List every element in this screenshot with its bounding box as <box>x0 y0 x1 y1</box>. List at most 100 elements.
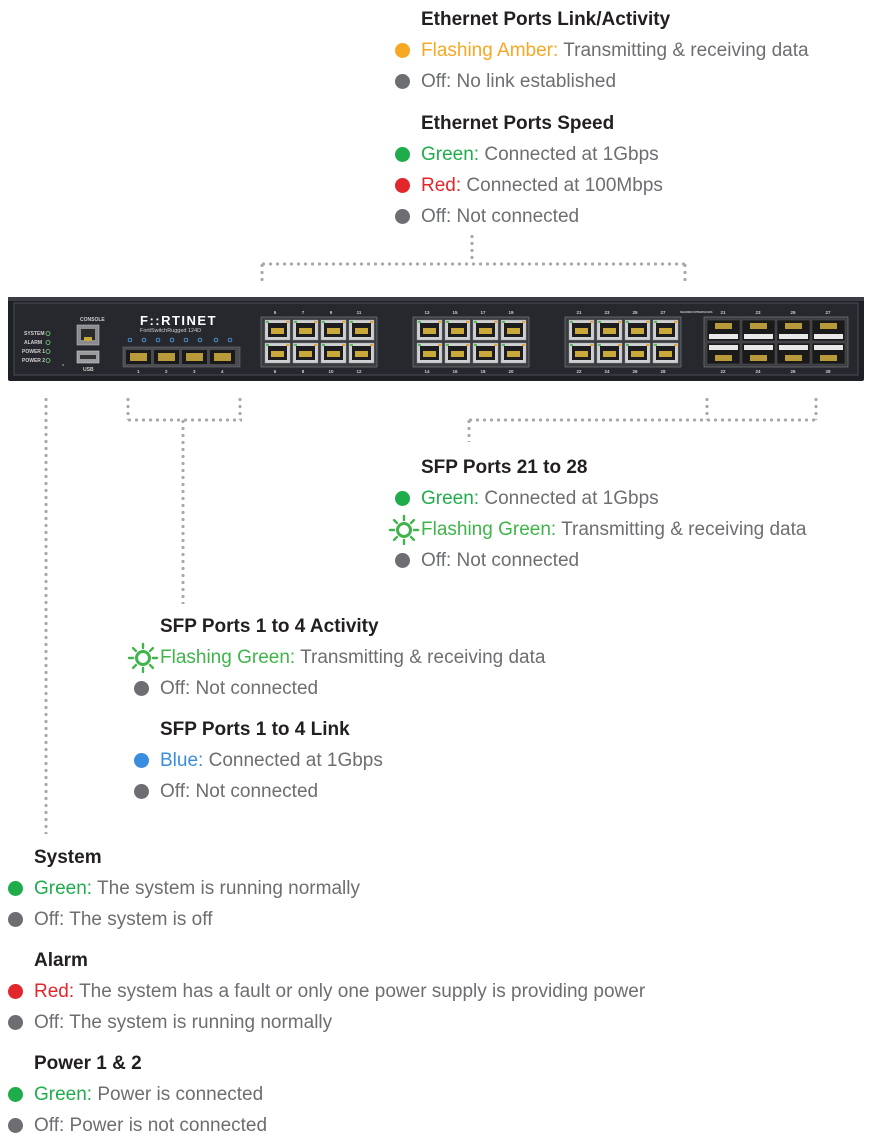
eth-port-number: 25 <box>632 310 638 315</box>
gray-dot-icon <box>134 681 149 696</box>
legend-item: Green: The system is running normally <box>8 877 360 901</box>
legend-item: Red: The system has a fault or only one … <box>8 980 645 1004</box>
sfp-port-number: 28 <box>825 369 831 374</box>
legend-item-label: Green: <box>34 878 93 899</box>
legend-item-label: Flashing Green: <box>160 647 296 668</box>
gray-dot-icon <box>134 784 149 799</box>
legend-item-text: Off: Not connected <box>421 549 579 573</box>
legend-item-text: Blue: Connected at 1Gbps <box>160 749 383 773</box>
connector-sfp1-drop <box>181 418 185 604</box>
red-dot-icon <box>395 178 410 193</box>
legend-item-text: Flashing Green: Transmitting & receiving… <box>160 646 545 670</box>
eth-port-number: 10 <box>328 369 334 374</box>
legend-item-label: Flashing Green: <box>421 519 557 540</box>
gray-dot-icon <box>395 209 410 224</box>
gray-dot-icon <box>8 1118 23 1133</box>
legend-item-text: Off: Power is not connected <box>34 1114 267 1138</box>
connector-eth-right-drop <box>683 262 687 282</box>
legend-item-label: Off: <box>421 550 452 571</box>
legend-title: Ethernet Ports Link/Activity <box>421 9 671 30</box>
legend-item-desc: Connected at 100Mbps <box>461 175 663 196</box>
sfp-port-number: 23 <box>755 310 761 315</box>
blue-dot-icon <box>134 753 149 768</box>
led-label-alarm: ALARM <box>24 340 42 346</box>
eth-port-number: 23 <box>604 310 610 315</box>
legend-item-label: Off: <box>34 909 65 930</box>
legend-item-label: Red: <box>34 981 75 1002</box>
eth-port-number: 20 <box>508 369 514 374</box>
legend-item-text: Off: Not connected <box>160 780 318 804</box>
legend-item-text: Green: Power is connected <box>34 1083 263 1107</box>
legend-item-desc: Not connected <box>451 206 580 227</box>
legend-item-desc: Connected at 1Gbps <box>479 144 659 165</box>
legend-item: Off: Not connected <box>134 677 379 701</box>
legend-item-label: Green: <box>421 488 480 509</box>
eth-port-number: 11 <box>357 310 362 315</box>
sfp-port-number: 21 <box>720 310 726 315</box>
led-label-power1: POWER 1 <box>22 349 45 355</box>
sfp-num-2: 2 <box>165 369 168 374</box>
brand-logo: F::RTINET <box>140 313 217 328</box>
sfp-port-number: 27 <box>825 310 831 315</box>
legend-item-desc: Connected at 1Gbps <box>203 750 383 771</box>
legend-item: Off: Not connected <box>134 780 350 804</box>
eth-port-number: 12 <box>356 369 362 374</box>
legend-item-label: Green: <box>421 144 480 165</box>
sfp-num-1: 1 <box>137 369 140 374</box>
legend-item: Green: Connected at 1Gbps <box>395 487 659 511</box>
legend-item-label: Off: <box>421 71 452 92</box>
red-dot-icon <box>8 984 23 999</box>
legend-item: Green: Power is connected <box>8 1083 263 1107</box>
sfp-num-3: 3 <box>193 369 196 374</box>
eth-port-number: 24 <box>604 369 610 374</box>
legend-item: Flashing Amber: Transmitting & receiving… <box>395 39 809 63</box>
eth-port-number: 27 <box>660 310 666 315</box>
eth-port-number: 14 <box>424 369 430 374</box>
connector-sfp1-left <box>126 396 130 420</box>
green-dot-icon <box>395 147 410 162</box>
legend-item-label: Red: <box>421 175 462 196</box>
legend-item: Off: The system is off <box>8 908 212 932</box>
eth-port-number: 6 <box>274 369 277 374</box>
green-dot-icon <box>8 881 23 896</box>
sfp-port-number: 22 <box>720 369 726 374</box>
flashing-green-icon <box>388 514 420 546</box>
legend-item-label: Off: <box>160 678 191 699</box>
legend-item: Off: The system is running normally <box>8 1011 332 1035</box>
eth-port-number: 8 <box>302 369 305 374</box>
legend-title: Ethernet Ports Speed <box>421 113 615 134</box>
legend-item-desc: Transmitting & receiving data <box>295 647 546 668</box>
eth-port-number: 18 <box>480 369 486 374</box>
legend-item-text: Flashing Amber: Transmitting & receiving… <box>421 39 809 63</box>
connector-sfp2-left <box>705 396 709 420</box>
legend-item-text: Red: Connected at 100Mbps <box>421 174 663 198</box>
legend-item-desc: No link established <box>451 71 617 92</box>
gray-dot-icon <box>8 1015 23 1030</box>
legend-item-desc: Power is connected <box>92 1084 264 1105</box>
sfp-port-number: 24 <box>755 369 761 374</box>
legend-title: System <box>34 847 102 868</box>
flashing-green-icon <box>127 642 159 674</box>
eth-port-number: 17 <box>480 310 486 315</box>
legend-item-label: Off: <box>34 1115 65 1136</box>
legend-item-desc: Transmitting & receiving data <box>556 519 807 540</box>
legend-item-label: Off: <box>421 206 452 227</box>
legend-item-text: Off: Not connected <box>160 677 318 701</box>
eth-port-number: 7 <box>302 310 305 315</box>
legend-item: Red: Connected at 100Mbps <box>395 174 663 198</box>
legend-item-text: Off: The system is running normally <box>34 1011 332 1035</box>
legend-item: Off: No link established <box>395 70 670 94</box>
eth-port-number: 28 <box>660 369 666 374</box>
console-label: CONSOLE <box>80 317 105 323</box>
legend-item-label: Flashing Amber: <box>421 40 559 61</box>
connector-sfp2-right <box>814 396 818 420</box>
amber-dot-icon <box>395 43 410 58</box>
eth-port-number: 26 <box>632 369 638 374</box>
sfp-num-4: 4 <box>221 369 224 374</box>
